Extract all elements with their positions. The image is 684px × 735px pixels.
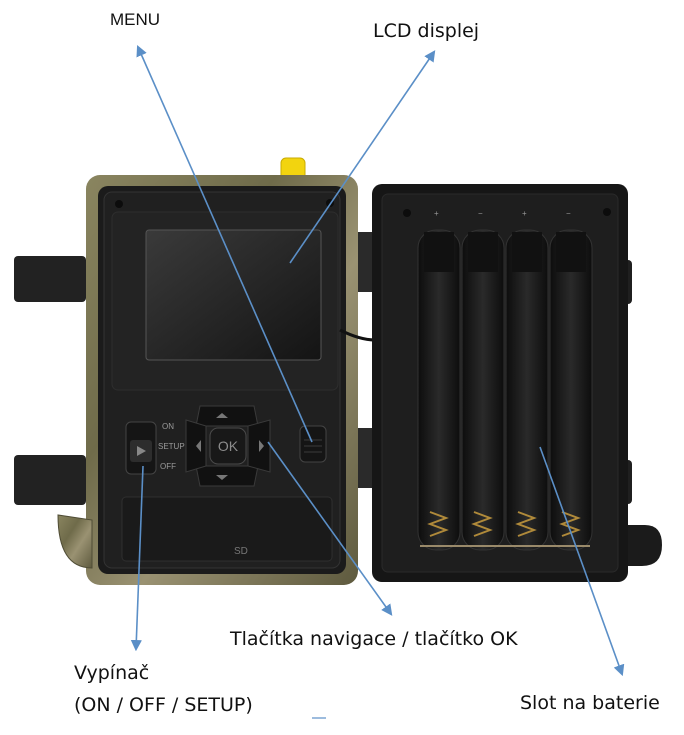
power-switch-label: Vypínač <box>74 662 150 684</box>
polarity-minus: − <box>566 209 571 218</box>
polarity-plus: + <box>434 209 439 218</box>
power-arrow <box>130 465 144 652</box>
navigation-label: Tlačítka navigace / tlačítko OK <box>230 628 518 650</box>
battery-slot <box>461 229 505 551</box>
menu-label: MENU <box>110 10 161 29</box>
switch-off-label: OFF <box>160 462 176 471</box>
navigation-pad <box>185 405 271 487</box>
lcd-screen <box>145 229 322 361</box>
battery-slot <box>549 229 593 551</box>
sd-label: SD <box>234 546 248 557</box>
battery-slot-label: Slot na baterie <box>520 692 660 714</box>
battery-slot <box>505 229 549 551</box>
power-switch[interactable] <box>125 421 157 475</box>
polarity-minus: − <box>478 209 483 218</box>
nav-down-button[interactable] <box>195 465 259 487</box>
lcd-arrow <box>289 50 436 264</box>
ok-button[interactable] <box>209 427 247 465</box>
battery-arrow <box>539 446 625 677</box>
polarity-plus: + <box>522 209 527 218</box>
battery-slot <box>417 229 461 551</box>
menu-arrow <box>136 44 313 443</box>
ok-button-label: OK <box>218 438 239 454</box>
battery-slot-group <box>417 229 593 551</box>
switch-on-label: ON <box>162 422 174 431</box>
lcd-label: LCD displej <box>373 20 480 42</box>
nav-arrow <box>267 441 393 616</box>
sd-slot <box>121 496 333 562</box>
nav-up-button[interactable] <box>195 405 259 427</box>
switch-setup-label: SETUP <box>158 442 185 451</box>
menu-button-texture <box>304 439 322 453</box>
power-switch-modes-label: (ON / OFF / SETUP) <box>74 694 253 716</box>
menu-button[interactable] <box>299 425 327 463</box>
